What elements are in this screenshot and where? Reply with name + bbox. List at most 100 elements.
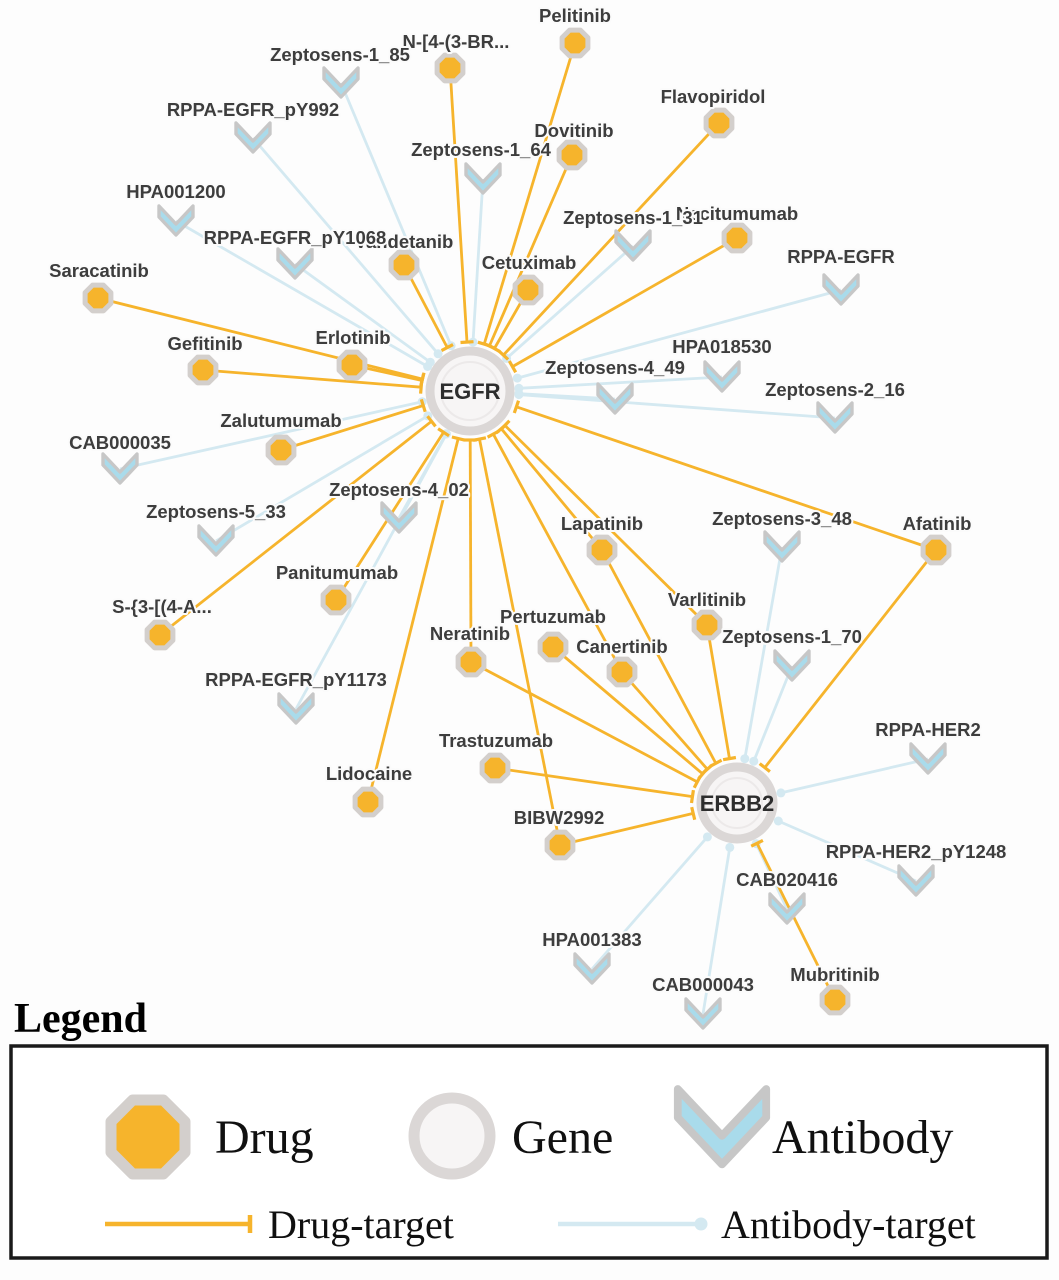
antibody-edge-dot <box>425 357 435 367</box>
drug-edge-tee <box>419 398 427 413</box>
antibody-edge-dot <box>512 373 522 383</box>
gene-node-inner-ring <box>440 361 500 421</box>
drug-edge-gefitinib-egfr <box>202 368 422 389</box>
drug-label-bibw2992: BIBW2992 <box>514 807 604 828</box>
antibody-label-cab020416: CAB020416 <box>736 869 838 890</box>
drug-node-saracatinib[interactable] <box>82 282 114 314</box>
drug-edge-flavopiridol-egfr <box>502 122 721 357</box>
antibody-node-hpa001200[interactable] <box>157 204 195 237</box>
antibody-label-zeptosens-4-02: Zeptosens-4_02 <box>329 479 469 500</box>
antibody-label-zeptosens-1-31: Zeptosens-1_31 <box>563 207 703 228</box>
antibody-node-hpa001383[interactable] <box>573 952 611 985</box>
drug-label-afatinib: Afatinib <box>903 513 972 534</box>
drug-edge-lidocaine-egfr <box>366 438 460 803</box>
antibody-node-rppa-egfr[interactable] <box>822 273 860 306</box>
antibody-edge-zeptosens-1-70-erbb2 <box>752 665 794 762</box>
drug-node-n-4-3-br[interactable] <box>434 52 466 84</box>
antibody-label-zeptosens-1-85: Zeptosens-1_85 <box>270 44 410 65</box>
antibody-node-zeptosens-1-64[interactable] <box>464 162 502 195</box>
antibody-edge-dot <box>749 756 759 766</box>
drug-edge-tee <box>437 427 450 438</box>
antibody-label-rppa-egfr-py1173: RPPA-EGFR_pY1173 <box>205 669 387 690</box>
drug-node-afatinib[interactable] <box>920 534 952 566</box>
antibody-node-zeptosens-1-70[interactable] <box>773 649 811 682</box>
antibody-node-zeptosens-2-16[interactable] <box>816 401 854 434</box>
drug-edge-s-3-4-a-egfr <box>159 420 433 637</box>
drug-label-pertuzumab: Pertuzumab <box>500 606 606 627</box>
antibody-node-rppa-egfr-py992[interactable] <box>234 121 272 154</box>
antibody-edge-dot <box>773 816 783 826</box>
drug-edge-tee <box>512 400 521 414</box>
antibody-edge-rppa-egfr-py1068-egfr <box>294 262 432 364</box>
antibody-label-hpa001200: HPA001200 <box>126 181 225 202</box>
antibody-node-rppa-her2-py1248[interactable] <box>897 864 935 897</box>
drug-node-canertinib[interactable] <box>606 656 638 688</box>
drug-edge-varlitinib-egfr <box>503 424 708 626</box>
antibody-node-cab000043[interactable] <box>684 997 722 1030</box>
drug-node-mubritinib[interactable] <box>819 984 851 1016</box>
antibody-edge-hpa001200-egfr <box>175 219 429 368</box>
drug-node-dovitinib[interactable] <box>556 139 588 171</box>
drug-node-panitumumab[interactable] <box>320 584 352 616</box>
antibody-label-zeptosens-2-16: Zeptosens-2_16 <box>765 379 905 400</box>
drug-node-s-3-4-a[interactable] <box>144 619 176 651</box>
drug-node-vandetanib[interactable] <box>388 249 420 281</box>
antibody-edge-cab000035-egfr <box>119 400 423 471</box>
antibody-node-cab000035[interactable] <box>101 452 139 485</box>
antibody-edge-cab000043-erbb2 <box>701 847 732 1015</box>
drug-node-lidocaine[interactable] <box>352 786 384 818</box>
drug-node-lapatinib[interactable] <box>586 534 618 566</box>
drug-node-gefitinib[interactable] <box>187 354 219 386</box>
drug-label-pelitinib: Pelitinib <box>539 5 611 26</box>
antibody-node-rppa-egfr-py1173[interactable] <box>277 692 315 725</box>
drug-edge-trastuzumab-erbb2 <box>494 766 693 798</box>
antibody-node-cab020416[interactable] <box>768 892 806 925</box>
drug-node-pelitinib[interactable] <box>559 27 591 59</box>
drug-node-necitumumab[interactable] <box>721 222 753 254</box>
antibody-node-zeptosens-4-49[interactable] <box>596 382 634 415</box>
drug-label-trastuzumab: Trastuzumab <box>439 730 553 751</box>
drug-edge-tee <box>689 789 695 804</box>
antibody-edge-zeptosens-1-64-egfr <box>471 178 485 343</box>
antibody-node-zeptosens-4-02[interactable] <box>380 501 418 534</box>
antibody-label-rppa-her2: RPPA-HER2 <box>875 719 981 740</box>
drug-node-cetuximab[interactable] <box>512 274 544 306</box>
legend-antibody-target-label: Antibody-target <box>721 1202 976 1247</box>
drug-node-neratinib[interactable] <box>455 646 487 678</box>
drug-edge-neratinib-erbb2 <box>470 660 698 784</box>
drug-node-flavopiridol[interactable] <box>703 107 735 139</box>
drug-edge-saracatinib-egfr <box>97 296 423 381</box>
legend-title: Legend <box>14 996 147 1042</box>
gene-label-egfr: EGFR <box>439 379 500 404</box>
antibody-node-zeptosens-3-48[interactable] <box>763 530 801 563</box>
drug-node-erlotinib[interactable] <box>336 349 368 381</box>
drug-edge-lapatinib-erbb2 <box>600 549 718 764</box>
drug-label-gefitinib: Gefitinib <box>167 333 242 354</box>
antibody-label-cab000035: CAB000035 <box>69 432 171 453</box>
drug-node-pertuzumab[interactable] <box>537 631 569 663</box>
legend-gene-label: Gene <box>512 1111 613 1164</box>
legend-antibody-label: Antibody <box>772 1111 953 1164</box>
drug-edge-lapatinib-egfr <box>500 427 604 551</box>
antibody-node-rppa-egfr-py1068[interactable] <box>276 247 314 280</box>
drug-label-lapatinib: Lapatinib <box>561 513 643 534</box>
drug-node-bibw2992[interactable] <box>544 829 576 861</box>
drug-edge-tee <box>472 436 487 442</box>
drug-node-trastuzumab[interactable] <box>479 752 511 784</box>
legend-gene-swatch-icon <box>408 1092 496 1180</box>
drug-edge-tee <box>690 806 697 821</box>
antibody-edge-dot <box>433 349 443 359</box>
drug-node-zalutumumab[interactable] <box>265 434 297 466</box>
antibody-edge-dot <box>702 832 712 842</box>
antibody-node-zeptosens-5-33[interactable] <box>197 524 235 557</box>
drug-node-varlitinib[interactable] <box>691 609 723 641</box>
antibody-node-hpa018530[interactable] <box>703 360 741 393</box>
antibody-node-zeptosens-1-85[interactable] <box>322 66 360 99</box>
antibody-label-hpa018530: HPA018530 <box>672 336 771 357</box>
drug-label-panitumumab: Panitumumab <box>276 562 398 583</box>
antibody-node-zeptosens-1-31[interactable] <box>614 229 652 262</box>
antibody-node-rppa-her2[interactable] <box>909 742 947 775</box>
